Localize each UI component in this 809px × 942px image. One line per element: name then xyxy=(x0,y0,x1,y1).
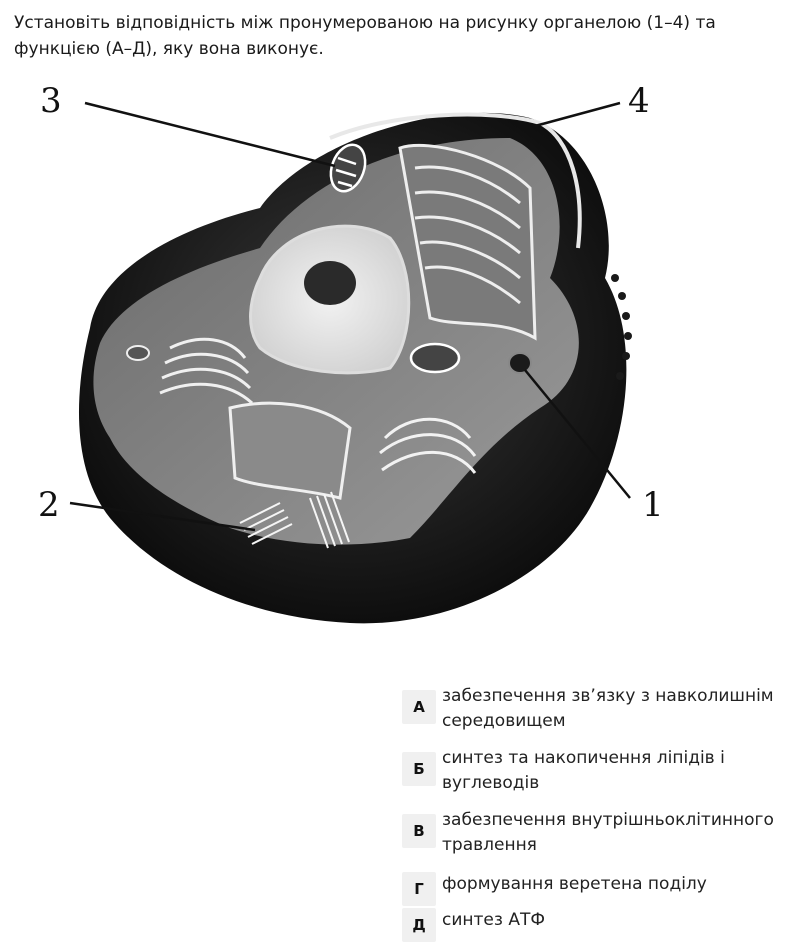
rough-er xyxy=(398,143,537,341)
option-text: синтез та накопичення ліпідів і вуглевод… xyxy=(442,748,725,793)
lower-er xyxy=(228,401,352,500)
option-d[interactable]: Д синтез АТФ xyxy=(402,902,802,942)
question-text: Установіть відповідність між пронумерова… xyxy=(14,13,716,59)
option-text: формування веретена поділу xyxy=(442,874,707,894)
lysosome xyxy=(508,352,532,374)
option-a[interactable]: А забезпечення зв’язку з навколишнім сер… xyxy=(402,684,802,734)
smooth-er xyxy=(379,417,477,474)
option-g[interactable]: Г формування веретена поділу xyxy=(402,866,802,906)
option-text: забезпечення внутрішньоклітинного травле… xyxy=(442,810,774,855)
mitochondrion xyxy=(329,143,367,193)
nucleus xyxy=(249,224,411,375)
option-text: забезпечення зв’язку з навколишнім серед… xyxy=(442,686,774,731)
option-letter: Г xyxy=(402,872,436,906)
leader-lines xyxy=(69,101,631,532)
label-2: 2 xyxy=(38,485,60,525)
label-4: 4 xyxy=(628,81,650,121)
centrioles xyxy=(239,491,350,549)
option-v[interactable]: В забезпечення внутрішньоклітинного трав… xyxy=(402,808,802,858)
option-text: синтез АТФ xyxy=(442,910,545,930)
microvilli xyxy=(611,274,632,380)
golgi-apparatus xyxy=(159,337,254,405)
option-letter: Д xyxy=(402,908,436,942)
option-letter: Б xyxy=(402,752,436,786)
option-letter: А xyxy=(402,690,436,724)
option-b[interactable]: Б синтез та накопичення ліпідів і вуглев… xyxy=(402,746,802,796)
mitochondrion-2 xyxy=(409,342,461,374)
label-1: 1 xyxy=(642,485,664,525)
nucleolus xyxy=(304,261,356,305)
plasma-membrane xyxy=(329,112,582,249)
label-3: 3 xyxy=(40,81,62,121)
animal-cell-diagram: 3 4 2 1 xyxy=(30,78,690,648)
vesicle xyxy=(126,345,150,361)
option-letter: В xyxy=(402,814,436,848)
